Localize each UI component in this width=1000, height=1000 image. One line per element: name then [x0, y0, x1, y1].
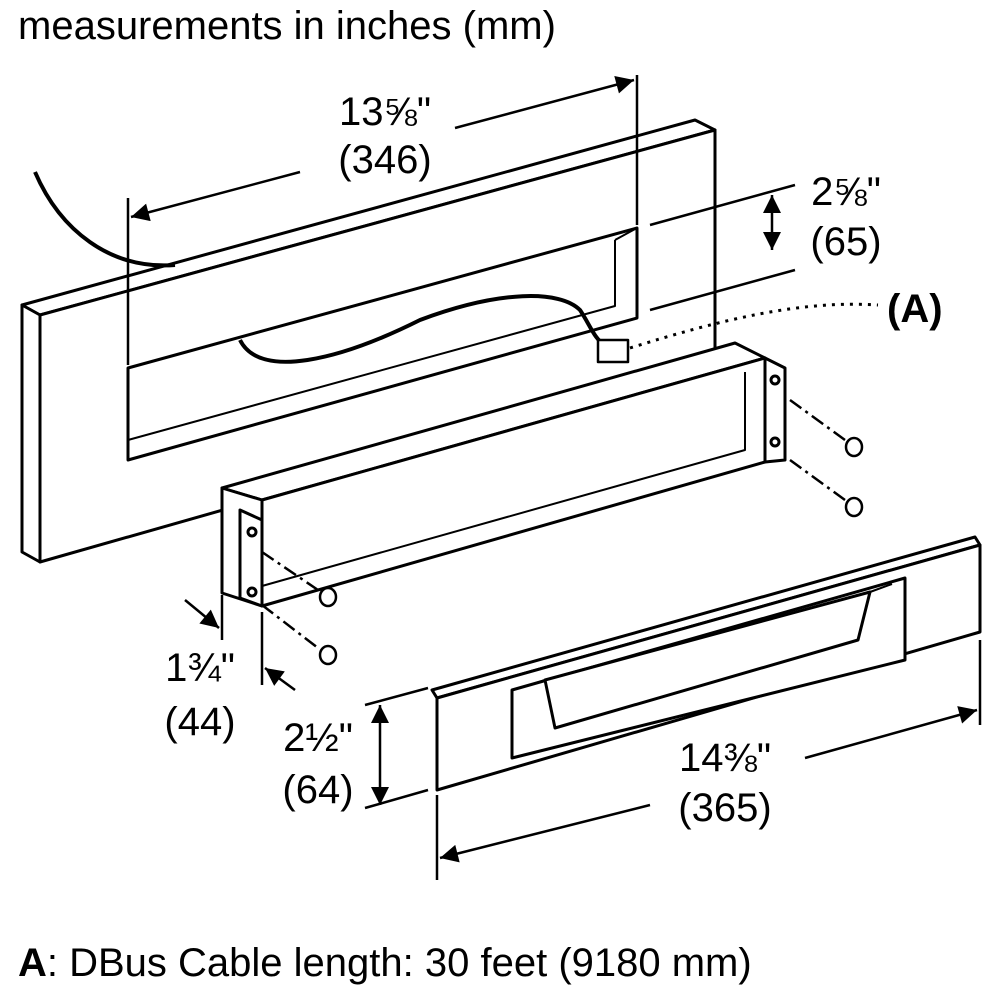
trim-width-inches: 14⅜": [678, 736, 772, 780]
footnote: A: DBus Cable length: 30 feet (9180 mm): [18, 943, 752, 983]
footnote-text: : DBus Cable length: 30 feet (9180 mm): [46, 941, 752, 985]
mounting-panel: [20, 118, 717, 564]
sleeve-depth-inches: 1¾": [165, 646, 235, 690]
trim-height-inches: 2½": [283, 716, 353, 760]
panel-width-inches: 13⅝": [338, 90, 432, 134]
panel-width-mm: (346): [338, 138, 432, 182]
sleeve-box: [220, 341, 787, 608]
callout-a-label: (A): [887, 287, 943, 331]
diagram-title: measurements in inches (mm): [18, 4, 556, 48]
trim-width-mm: (365): [678, 786, 772, 830]
cable-connector: [596, 338, 630, 364]
dbus-cable: [33, 171, 176, 268]
opening-height-inches: 2⅝": [811, 170, 881, 214]
trim-height-mm: (64): [282, 768, 354, 812]
footnote-key: A: [18, 941, 47, 985]
front-trim: [430, 535, 982, 792]
sleeve-depth-mm: (44): [164, 700, 236, 744]
opening-height-mm: (65): [810, 220, 882, 264]
screws: [261, 398, 864, 666]
